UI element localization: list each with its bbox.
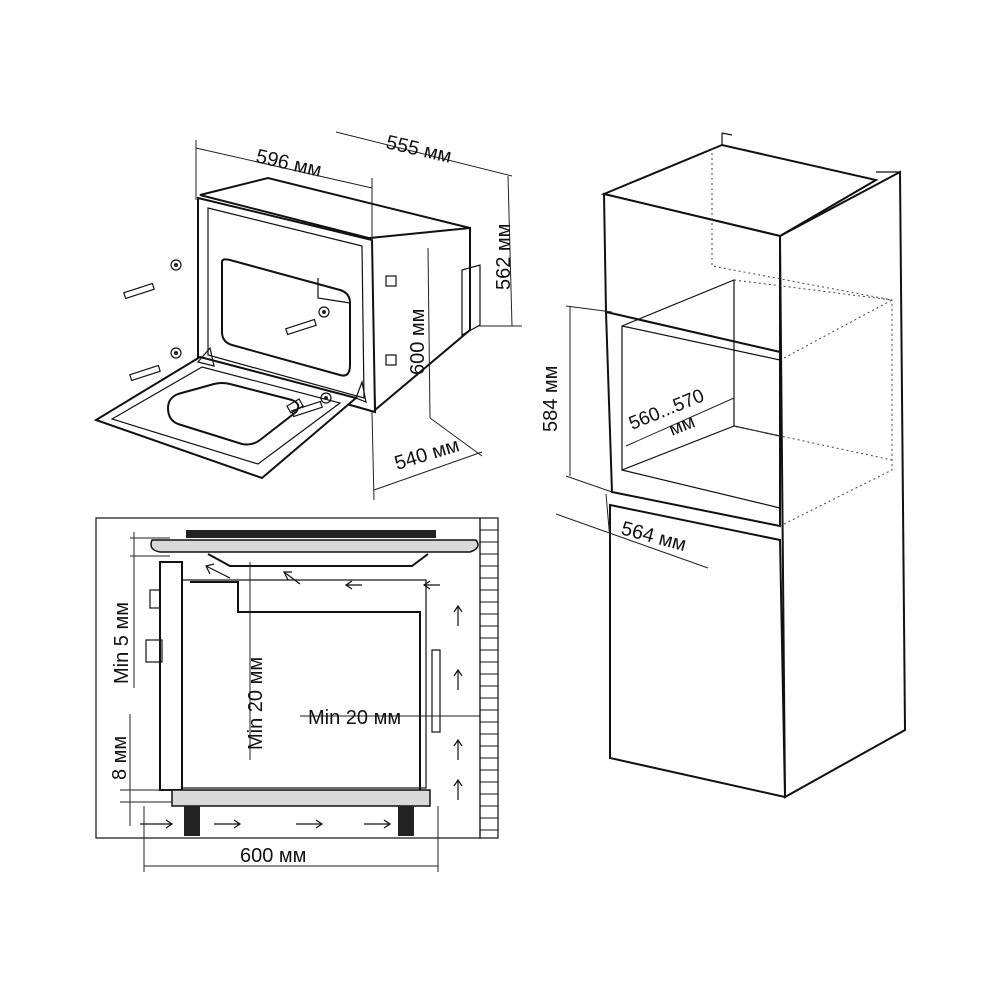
screw-icon [291, 392, 332, 418]
wall-brick-pattern [479, 517, 499, 839]
oven-body-depth-label: 540 мм [392, 434, 462, 474]
screw-icon [123, 259, 182, 300]
screw-icon [129, 347, 182, 382]
section-width-label: 600 мм [240, 845, 306, 867]
gap-top-label: Min 20 мм [245, 657, 267, 750]
gap-back-label: Min 20 мм [308, 707, 401, 729]
oven-isometric-drawing: 596 мм 555 мм 562 мм 600 мм 540 мм [93, 131, 522, 501]
niche-height-label: 584 мм [540, 366, 562, 432]
oven-width-label: 596 мм [254, 145, 324, 181]
gap-front-label: Min 5 мм [111, 602, 133, 684]
airflow-arrows [140, 563, 463, 829]
screw-icon [285, 306, 330, 336]
gap-bottom-label: 8 мм [109, 736, 131, 780]
section-drawing: Min 5 мм Min 20 мм Min 20 мм 8 мм 600 мм [95, 517, 499, 872]
oven-height-label: 562 мм [493, 224, 515, 290]
oven-front-height-label: 600 мм [407, 309, 429, 375]
cabinet-drawing: 584 мм 560...570 мм 564 мм [540, 132, 907, 799]
oven-depth-label: 555 мм [384, 131, 454, 167]
